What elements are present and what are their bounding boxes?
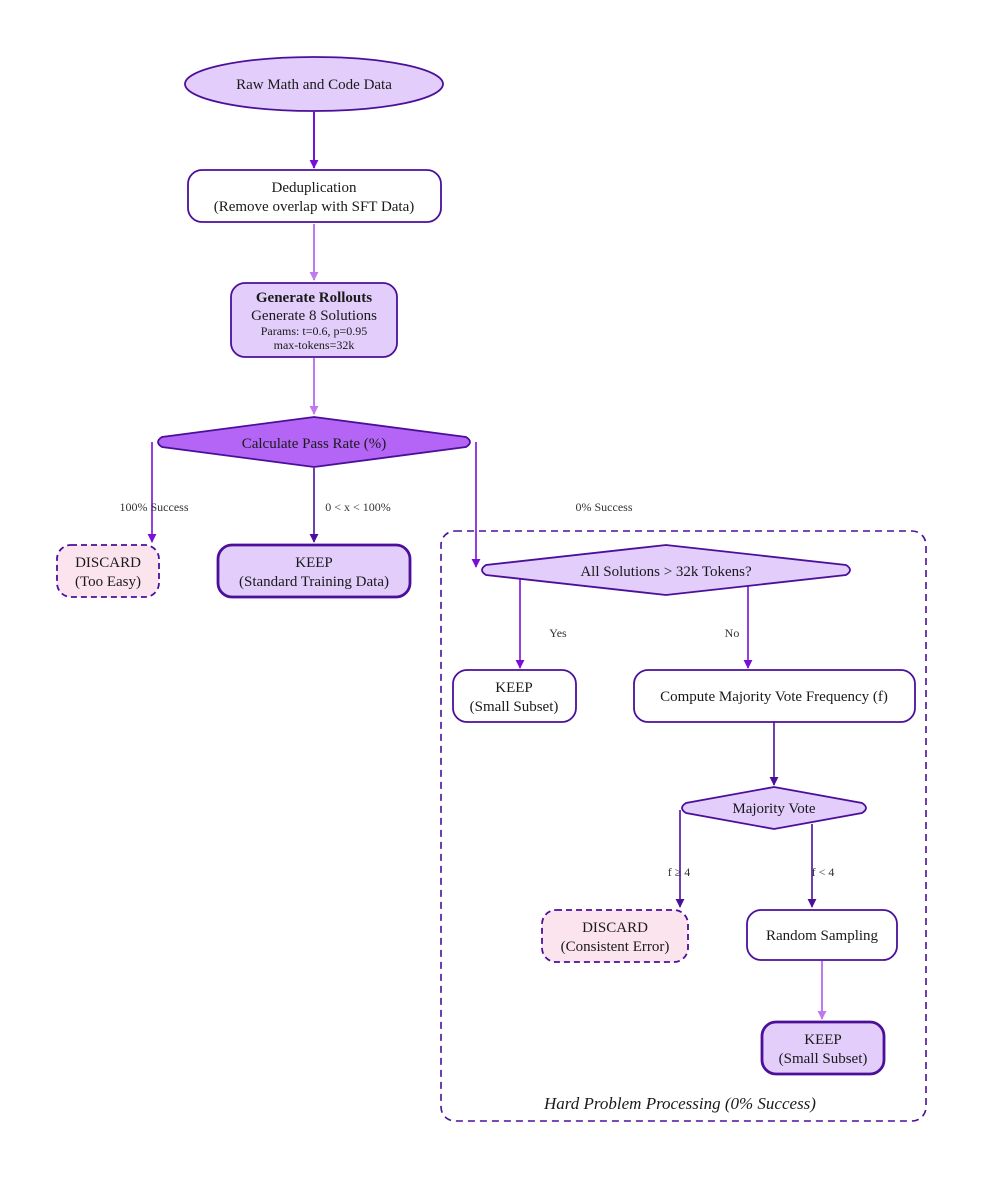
edge-label-yes: Yes [549,626,567,640]
node-discard-error: DISCARD (Consistent Error) [541,909,689,963]
pass-rate-label: Calculate Pass Rate (%) [242,436,387,452]
rollouts-line3: Params: t=0.6, p=0.95 [261,324,368,338]
node-deduplication: Deduplication (Remove overlap with SFT D… [187,169,442,223]
keep-standard-line1: KEEP [295,555,333,571]
pass-rate-shape [157,416,471,468]
discard-easy-line2: (Too Easy) [75,574,141,590]
rollouts-shape [230,282,398,358]
node-pass-rate: Calculate Pass Rate (%) [157,416,471,468]
keep-small-2-line2: (Small Subset) [779,1051,868,1067]
keep-small-1-line2: (Small Subset) [470,699,559,715]
node-random-sampling: Random Sampling [746,909,898,961]
keep-small-1-line1: KEEP [495,680,533,696]
node-keep-small-1: KEEP (Small Subset) [452,669,577,723]
edge-label-no: No [725,626,740,640]
majority-vote-shape [681,786,867,830]
node-generate-rollouts: Generate Rollouts Generate 8 Solutions P… [230,282,398,358]
discard-error-line1: DISCARD [582,920,648,936]
keep-standard-shape [216,543,412,599]
edge-label-f-lt-4: f < 4 [812,865,835,879]
edge-label-100-success: 100% Success [120,500,189,514]
rollouts-line4: max-tokens=32k [274,338,355,352]
dedup-line2: (Remove overlap with SFT Data) [214,199,415,215]
random-sampling-shape [746,909,898,961]
keep-small-2-shape [760,1020,886,1076]
cluster-label: Hard Problem Processing (0% Success) [543,1094,816,1113]
discard-error-shape [541,909,689,963]
rollouts-title: Generate Rollouts [256,290,372,306]
node-token-check: All Solutions > 32k Tokens? [481,544,851,596]
cluster-border [440,530,927,1122]
keep-small-1-shape [452,669,577,723]
raw-data-shape [184,56,444,112]
edges [147,112,827,1020]
dedup-shape [187,169,442,223]
discard-easy-shape [56,544,160,598]
majority-frequency-shape [633,669,916,723]
node-majority-vote: Majority Vote [681,786,867,830]
random-sampling-label: Random Sampling [766,928,879,944]
discard-easy-line1: DISCARD [75,555,141,571]
majority-frequency-label: Compute Majority Vote Frequency (f) [660,689,888,705]
cluster-hard-problem: Hard Problem Processing (0% Success) [440,530,927,1122]
node-keep-small-2: KEEP (Small Subset) [760,1020,886,1076]
node-majority-frequency: Compute Majority Vote Frequency (f) [633,669,916,723]
discard-error-line2: (Consistent Error) [561,939,670,955]
node-discard-easy: DISCARD (Too Easy) [56,544,160,598]
rollouts-line2: Generate 8 Solutions [251,308,377,324]
edge-label-partial-success: 0 < x < 100% [325,500,391,514]
raw-data-label: Raw Math and Code Data [236,77,392,93]
keep-standard-line2: (Standard Training Data) [239,574,389,590]
dedup-line1: Deduplication [272,180,357,196]
node-keep-standard: KEEP (Standard Training Data) [216,543,412,599]
keep-small-2-line1: KEEP [804,1032,842,1048]
node-raw-data: Raw Math and Code Data [184,56,444,112]
token-check-label: All Solutions > 32k Tokens? [580,564,752,580]
edge-label-f-ge-4: f ≥ 4 [668,865,691,879]
edge-label-0-success: 0% Success [576,500,633,514]
token-check-shape [481,544,851,596]
edge-labels: 100% Success 0 < x < 100% 0% Success Yes… [120,500,835,879]
majority-vote-label: Majority Vote [732,801,816,817]
